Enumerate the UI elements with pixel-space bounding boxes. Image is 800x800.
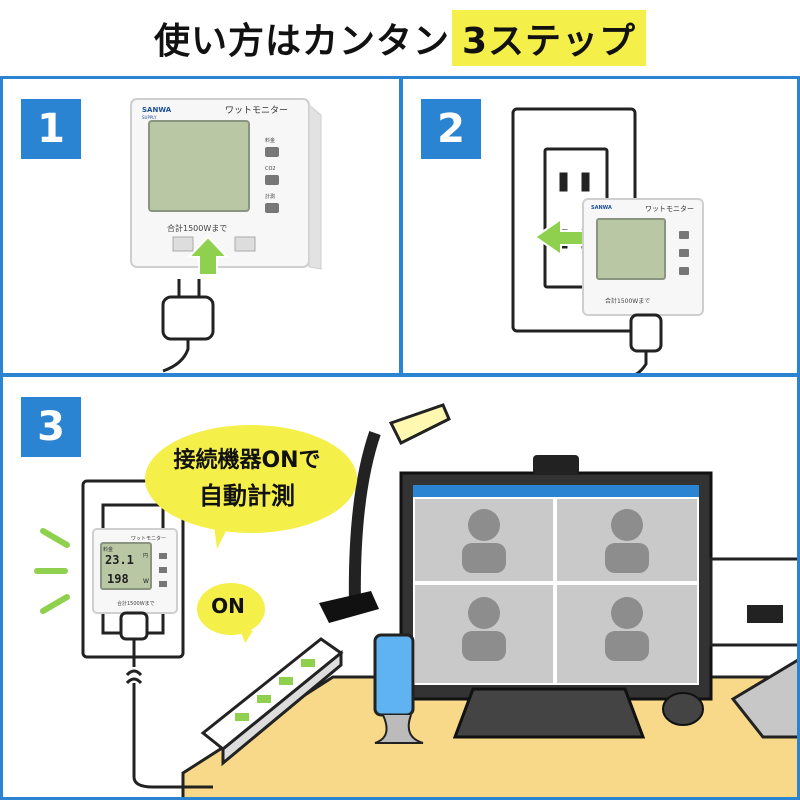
device-name: ワットモニター [131, 535, 166, 542]
step-1-badge: 1 [21, 99, 81, 159]
power-plug-icon [161, 279, 215, 373]
device-name: ワットモニター [225, 105, 288, 116]
insert-arrow-icon [186, 235, 230, 276]
watt-monitor-device: SANWA SUPPLY ワットモニター 料金 CO2 計測 合計1500Wまで [130, 98, 322, 270]
co2-button-label: CO2 [265, 166, 276, 172]
lcd-value-top: 23.1 [105, 553, 134, 567]
step-1-illustration: SANWA SUPPLY ワットモニター 料金 CO2 計測 合計1500Wまで [130, 98, 322, 373]
co2-button [265, 175, 279, 185]
webcam-icon [533, 455, 579, 475]
bubble-line-2: 自動計測 [199, 481, 295, 510]
auto-measure-bubble [145, 425, 357, 533]
lcd-value-bottom: 198 [107, 572, 129, 586]
measure-button [265, 203, 279, 213]
measure-button-label: 計測 [265, 193, 275, 200]
lcd-unit-bottom: W [143, 578, 149, 585]
keyboard [452, 687, 646, 739]
limit-text: 合計1500Wまで [605, 297, 650, 305]
bubble-line-1: 接続機器ONで [173, 447, 321, 473]
power-plug-icon [629, 313, 663, 373]
outlet-slot-right [234, 236, 256, 252]
step-2-panel: SANWA ワットモニター 合計1500Wまで 2 [400, 76, 800, 376]
computer-monitor [399, 455, 713, 726]
power-cord [119, 611, 213, 789]
on-bubble [197, 583, 265, 635]
lcd-unit-top: 円 [143, 553, 148, 559]
step-2-illustration: SANWA ワットモニター 合計1500Wまで [511, 107, 704, 373]
step-3-illustration: 料金 23.1 円 198 W ワットモニター 合計1500Wまで [34, 403, 797, 797]
device-name: ワットモニター [645, 204, 694, 213]
on-text: ON [211, 594, 245, 618]
attention-lines-icon [34, 528, 70, 614]
desk-lamp [319, 403, 451, 623]
watt-monitor-device: 料金 23.1 円 198 W ワットモニター 合計1500Wまで [92, 528, 178, 614]
auto-measure-text: 接続機器ONで 自動計測 [142, 420, 352, 532]
mouse [662, 692, 704, 726]
step-1-panel: SANWA SUPPLY ワットモニター 料金 CO2 計測 合計1500Wまで… [0, 76, 402, 376]
smartphone [373, 633, 424, 744]
laptop [730, 658, 797, 739]
watt-monitor-device: SANWA ワットモニター 合計1500Wまで [582, 198, 704, 316]
limit-text: 合計1500Wまで [167, 223, 227, 233]
outlet-slot-left [172, 236, 194, 252]
brand-text: SANWA [591, 205, 612, 211]
power-strip [200, 637, 344, 767]
title-main: 使い方はカンタン [153, 21, 450, 62]
limit-text: 合計1500Wまで [117, 600, 155, 607]
step-2-badge: 2 [421, 99, 481, 159]
lcd-screen [596, 218, 666, 280]
fee-button [265, 147, 279, 157]
title-highlight: 3ステップ [451, 10, 647, 66]
step-3-panel: 料金 23.1 円 198 W ワットモニター 合計1500Wまで [0, 374, 800, 800]
step-3-badge: 3 [21, 397, 81, 457]
printer [709, 557, 797, 647]
page-title: 使い方はカンタン 3ステップ [0, 0, 800, 76]
fee-button-label: 料金 [265, 137, 275, 144]
lcd-screen [100, 542, 152, 590]
lcd-screen [148, 120, 250, 212]
brand-sub-text: SUPPLY [142, 115, 157, 120]
brand-text: SANWA [142, 106, 172, 114]
video-call-participants [462, 509, 649, 661]
lcd-label: 料金 [103, 546, 113, 553]
